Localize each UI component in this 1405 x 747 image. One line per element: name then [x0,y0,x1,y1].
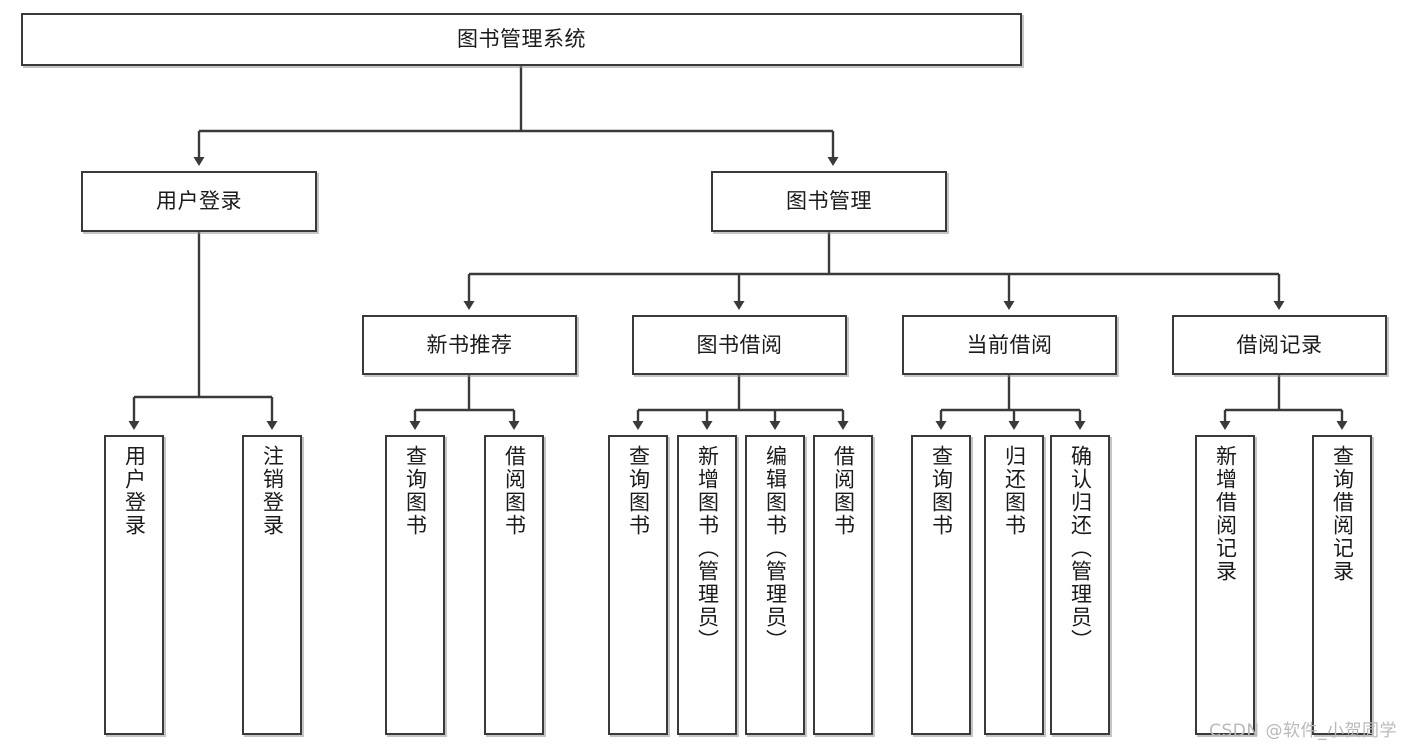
node-leaf-confirm-return-admin[interactable]: 确认归还（管理员） [1050,435,1110,735]
node-user-login[interactable]: 用户登录 [81,171,317,232]
node-label: 编辑图书（管理员） [763,445,788,652]
node-label: 查询图书 [403,445,428,537]
node-label: 新增借阅记录 [1213,445,1238,583]
node-leaf-user-logout[interactable]: 注销登录 [242,435,302,735]
node-label: 图书借阅 [696,332,783,357]
node-label: 确认归还（管理员） [1068,445,1093,652]
node-leaf-borrow-book[interactable]: 借阅图书 [813,435,873,735]
node-label: 注销登录 [260,445,285,537]
node-leaf-query-book-current[interactable]: 查询图书 [911,435,971,735]
node-label: 新增图书（管理员） [695,445,720,652]
node-label: 新书推荐 [426,332,513,357]
node-leaf-query-book-borrow[interactable]: 查询图书 [608,435,668,735]
node-book-manage[interactable]: 图书管理 [711,171,947,232]
node-label: 图书管理系统 [457,27,586,52]
node-label: 借阅图书 [831,445,856,537]
node-leaf-user-login[interactable]: 用户登录 [104,435,164,735]
node-new-book-recommend[interactable]: 新书推荐 [362,315,577,375]
node-leaf-add-book-admin[interactable]: 新增图书（管理员） [677,435,737,735]
node-label: 查询图书 [626,445,651,537]
node-label: 图书管理 [786,189,872,214]
node-label: 当前借阅 [966,332,1053,357]
watermark-text: CSDN @软件_小贺同学 [1209,721,1397,741]
node-label: 查询图书 [929,445,954,537]
node-label: 查询借阅记录 [1330,445,1355,583]
node-leaf-add-borrow-record[interactable]: 新增借阅记录 [1195,435,1255,735]
node-borrow-record[interactable]: 借阅记录 [1172,315,1387,375]
node-leaf-borrow-book-rec[interactable]: 借阅图书 [484,435,544,735]
node-label: 归还图书 [1002,445,1027,537]
node-label: 借阅记录 [1236,332,1323,357]
node-label: 用户登录 [156,189,242,214]
node-root-system[interactable]: 图书管理系统 [21,13,1022,66]
node-current-borrow[interactable]: 当前借阅 [902,315,1117,375]
node-leaf-return-book[interactable]: 归还图书 [984,435,1044,735]
node-leaf-query-book-rec[interactable]: 查询图书 [385,435,445,735]
node-label: 借阅图书 [502,445,527,537]
node-leaf-query-borrow-record[interactable]: 查询借阅记录 [1312,435,1372,735]
node-book-borrow[interactable]: 图书借阅 [632,315,847,375]
node-leaf-edit-book-admin[interactable]: 编辑图书（管理员） [745,435,805,735]
node-label: 用户登录 [122,445,147,537]
